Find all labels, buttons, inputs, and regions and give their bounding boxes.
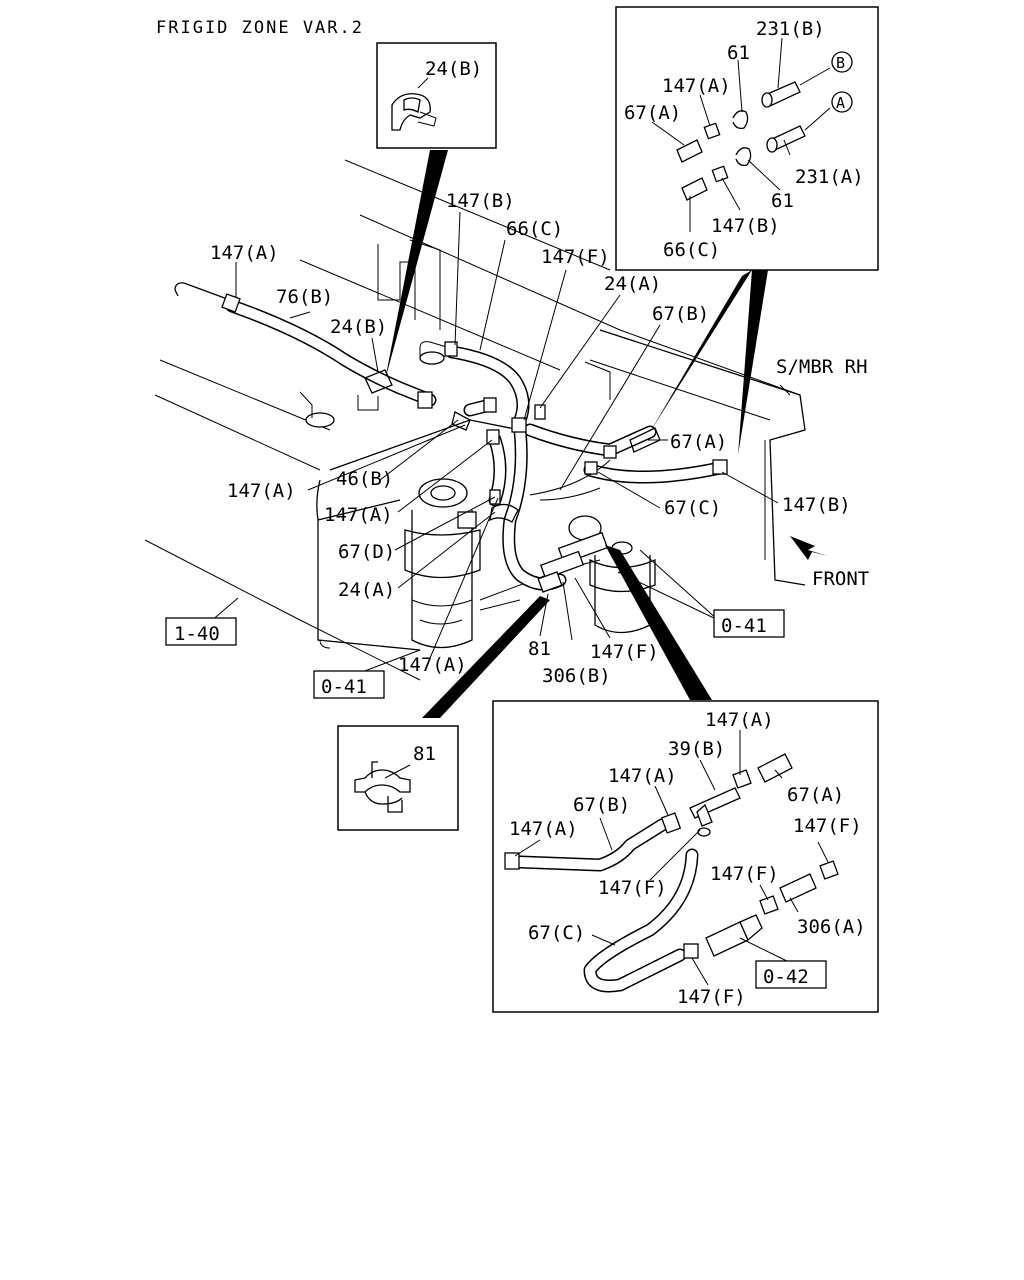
label-147a-mid: 147(A) [324,504,393,526]
label-231a: 231(A) [795,166,864,188]
label-67c-main: 67(C) [664,497,721,519]
part-labels: 24(B) 231(B) 61 147(A) 67(A) 231(A) 61 1… [210,18,869,1008]
label-66c-detail1: 66(C) [663,239,720,261]
label-306a: 306(A) [797,916,866,938]
label-front: FRONT [812,568,869,590]
label-147a-left: 147(A) [210,242,279,264]
detail-box-fuel-hoses [492,700,879,1013]
reference-boxes: 1-40 0-41 0-41 0-42 [165,609,827,989]
label-61-bottom: 61 [771,190,794,212]
label-147f-bottom: 147(F) [590,641,659,663]
label-147a-d2-top: 147(A) [705,709,774,731]
label-46b: 46(B) [336,468,393,490]
label-147a-detail1: 147(A) [662,75,731,97]
label-147a-bottom: 147(A) [398,654,467,676]
ref-0-41-right: 0-41 [721,615,767,637]
label-147f-d2-bottom: 147(F) [677,986,746,1008]
detail-box-hose-connectors: B A [615,6,879,271]
detail-box-24b [376,42,497,149]
label-147b-main: 147(B) [446,190,515,212]
label-147b-right: 147(B) [782,494,851,516]
label-67b-d2: 67(B) [573,794,630,816]
label-24a-main: 24(A) [604,273,661,295]
label-24b-main: 24(B) [330,316,387,338]
label-231b: 231(B) [756,18,825,40]
label-39b: 39(B) [668,738,725,760]
label-67a-main: 67(A) [670,431,727,453]
diagram-title: FRIGID ZONE VAR.2 [156,18,364,38]
callout-wedges [385,150,768,718]
label-147f-d2-right: 147(F) [793,815,862,837]
label-61-top: 61 [727,42,750,64]
label-147f-d2-center: 147(F) [598,877,667,899]
label-66c-main: 66(C) [506,218,563,240]
label-81-main: 81 [528,638,551,660]
label-24b-detail: 24(B) [425,58,482,80]
label-147a-d2-left: 147(A) [509,818,578,840]
label-67a-detail1: 67(A) [624,102,681,124]
label-147b-detail1: 147(B) [711,215,780,237]
label-147f-main: 147(F) [541,246,610,268]
ref-0-41-left: 0-41 [321,676,367,698]
label-147a-lower: 147(A) [227,480,296,502]
label-76b: 76(B) [276,286,333,308]
circle-letter-a: A [836,94,845,112]
label-67b-main: 67(B) [652,303,709,325]
label-147f-d2-mid: 147(F) [710,863,779,885]
label-24a-lower: 24(A) [338,579,395,601]
label-67c-d2: 67(C) [528,922,585,944]
detail-box-81 [337,725,459,831]
ref-1-40: 1-40 [174,623,220,645]
label-147a-d2-mid: 147(A) [608,765,677,787]
label-67a-d2: 67(A) [787,784,844,806]
circle-letter-b: B [836,54,845,72]
label-306b: 306(B) [542,665,611,687]
label-67d: 67(D) [338,541,395,563]
main-assembly [144,159,828,681]
label-81-detail: 81 [413,743,436,765]
label-smbr-rh: S/MBR RH [776,356,868,378]
ref-0-42: 0-42 [763,966,809,988]
